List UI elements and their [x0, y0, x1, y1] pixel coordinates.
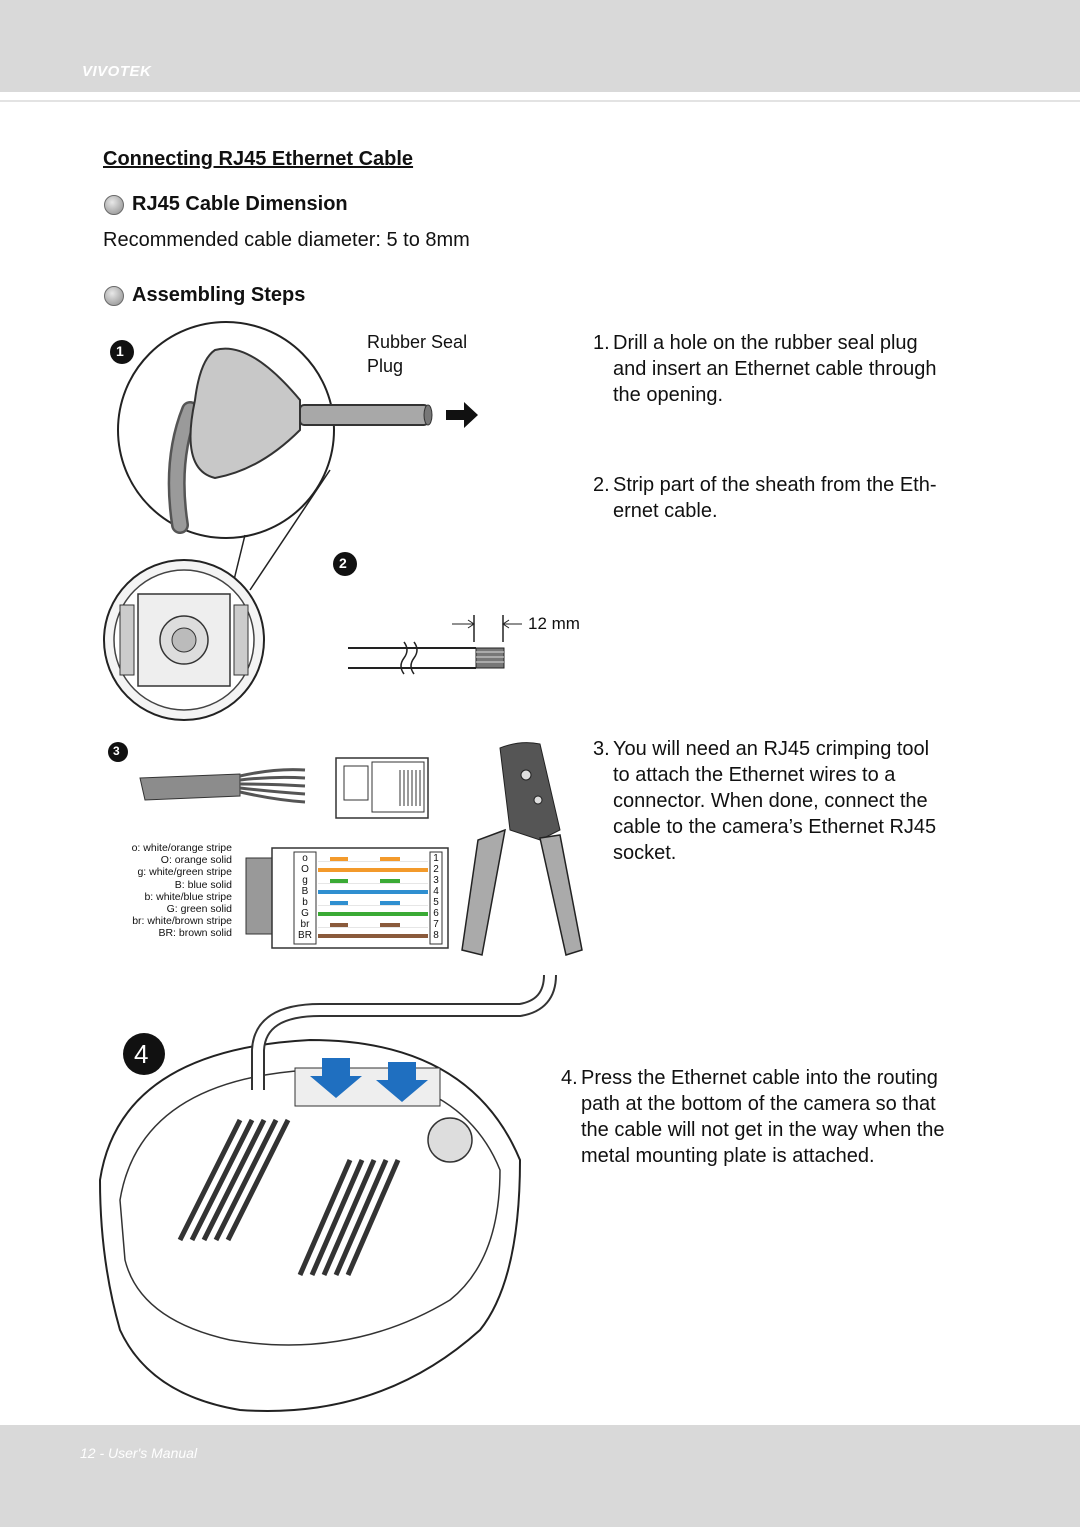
legend-item: O: orange solid	[160, 854, 232, 867]
pin-number: 3	[433, 875, 439, 886]
rj45-connector-figure	[335, 757, 429, 819]
legend-item: B: blue solid	[174, 878, 232, 891]
wire-color-legend: o: white/orange stripe O: orange solid g…	[104, 842, 232, 940]
bullet-icon	[104, 285, 124, 306]
badge-2-label: 2	[339, 555, 347, 571]
step-line: path at the bottom of the camera so that	[581, 1093, 936, 1115]
pin-code: g	[302, 875, 308, 886]
legend-item: g: white/green stripe	[137, 866, 232, 879]
dimension-text: Recommended cable diameter: 5 to 8mm	[103, 229, 470, 251]
page-number: 12 - User's Manual	[80, 1445, 198, 1461]
wiring-diagram-figure	[245, 847, 449, 949]
legend-item: BR: brown solid	[158, 927, 232, 940]
untwisted-cable-figure	[139, 768, 306, 804]
step-line: the cable will not get in the way when t…	[581, 1119, 945, 1141]
strip-length-label: 12 mm	[528, 614, 580, 633]
step-line: Drill a hole on the rubber seal plug	[613, 332, 918, 354]
pin-code: b	[302, 897, 308, 908]
brand-logo: VIVOTEK	[82, 63, 152, 80]
badge-3-label: 3	[113, 744, 120, 758]
camera-base-figure	[103, 559, 265, 721]
step-line: the opening.	[613, 384, 724, 406]
legend-item: br: white/brown stripe	[132, 915, 232, 928]
step-badge-2	[333, 552, 357, 576]
step-badges	[108, 340, 357, 1075]
badge-4-label: 4	[134, 1039, 149, 1069]
pin-number-column: 1 2 3 4 5 6 7 8	[431, 853, 441, 941]
step-number: 4.	[561, 1067, 578, 1089]
step-line: ernet cable.	[613, 500, 718, 522]
section-title: Connecting RJ45 Ethernet Cable	[103, 148, 414, 170]
step-line: Strip part of the sheath from the Eth-	[613, 474, 937, 496]
legend-item: G: green solid	[166, 903, 232, 916]
dimension-heading: RJ45 Cable Dimension	[104, 193, 348, 216]
step-line: connector. When done, connect the	[613, 790, 928, 812]
step-line: and insert an Ethernet cable through	[613, 358, 937, 380]
pin-code: o	[302, 853, 308, 864]
rubber-seal-plug-figure	[117, 321, 478, 591]
step-line: You will need an RJ45 crimping tool	[613, 738, 930, 760]
page-header	[0, 0, 1080, 92]
step-line: cable to the camera’s Ethernet RJ45	[613, 816, 937, 838]
step-number: 1.	[593, 332, 610, 354]
pin-number: 5	[433, 897, 439, 908]
step-badge-1	[110, 340, 134, 364]
page-footer	[0, 1425, 1080, 1527]
step-2: 2. Strip part of the sheath from the Eth…	[593, 472, 993, 524]
crimping-tool-figure	[461, 742, 583, 956]
pin-code: G	[301, 908, 309, 919]
pin-number: 7	[433, 919, 439, 930]
pin-number: 1	[433, 853, 439, 864]
pin-code: O	[301, 864, 309, 875]
stripped-cable-figure	[348, 615, 522, 675]
step-line: socket.	[613, 842, 677, 864]
step-line: to attach the Ethernet wires to a	[613, 764, 896, 786]
pin-number: 6	[433, 908, 439, 919]
assembling-heading: Assembling Steps	[104, 284, 305, 307]
pin-number: 2	[433, 864, 439, 875]
step-1: 1. Drill a hole on the rubber seal plug …	[593, 330, 993, 408]
pin-code: B	[301, 886, 309, 897]
pin-code: br	[300, 919, 310, 930]
step-3: 3. You will need an RJ45 crimping tool t…	[593, 736, 993, 866]
wire-lines	[318, 857, 428, 938]
camera-routing-figure	[98, 974, 557, 1412]
step-number: 3.	[593, 738, 610, 760]
dimension-heading-text: RJ45 Cable Dimension	[132, 193, 348, 215]
pin-number: 4	[433, 886, 439, 897]
badge-1-label: 1	[116, 343, 124, 359]
header-divider	[0, 100, 1080, 102]
pin-number: 8	[433, 930, 439, 941]
assembling-heading-text: Assembling Steps	[132, 284, 306, 306]
step-line: Press the Ethernet cable into the routin…	[581, 1067, 938, 1089]
step-number: 2.	[593, 474, 610, 496]
step-line: metal mounting plate is attached.	[581, 1145, 875, 1167]
legend-item: o: white/orange stripe	[131, 842, 232, 854]
legend-item: b: white/blue stripe	[144, 890, 232, 903]
plug-label-line2: Plug	[367, 356, 404, 376]
step-badge-4	[123, 1033, 165, 1075]
pin-code-column: o O g B b G br BR	[296, 853, 314, 941]
pin-code: BR	[298, 930, 312, 941]
bullet-icon	[104, 194, 124, 215]
step-badge-3	[108, 742, 128, 762]
plug-label-line1: Rubber Seal	[367, 332, 468, 352]
step-4: 4. Press the Ethernet cable into the rou…	[561, 1065, 1011, 1169]
